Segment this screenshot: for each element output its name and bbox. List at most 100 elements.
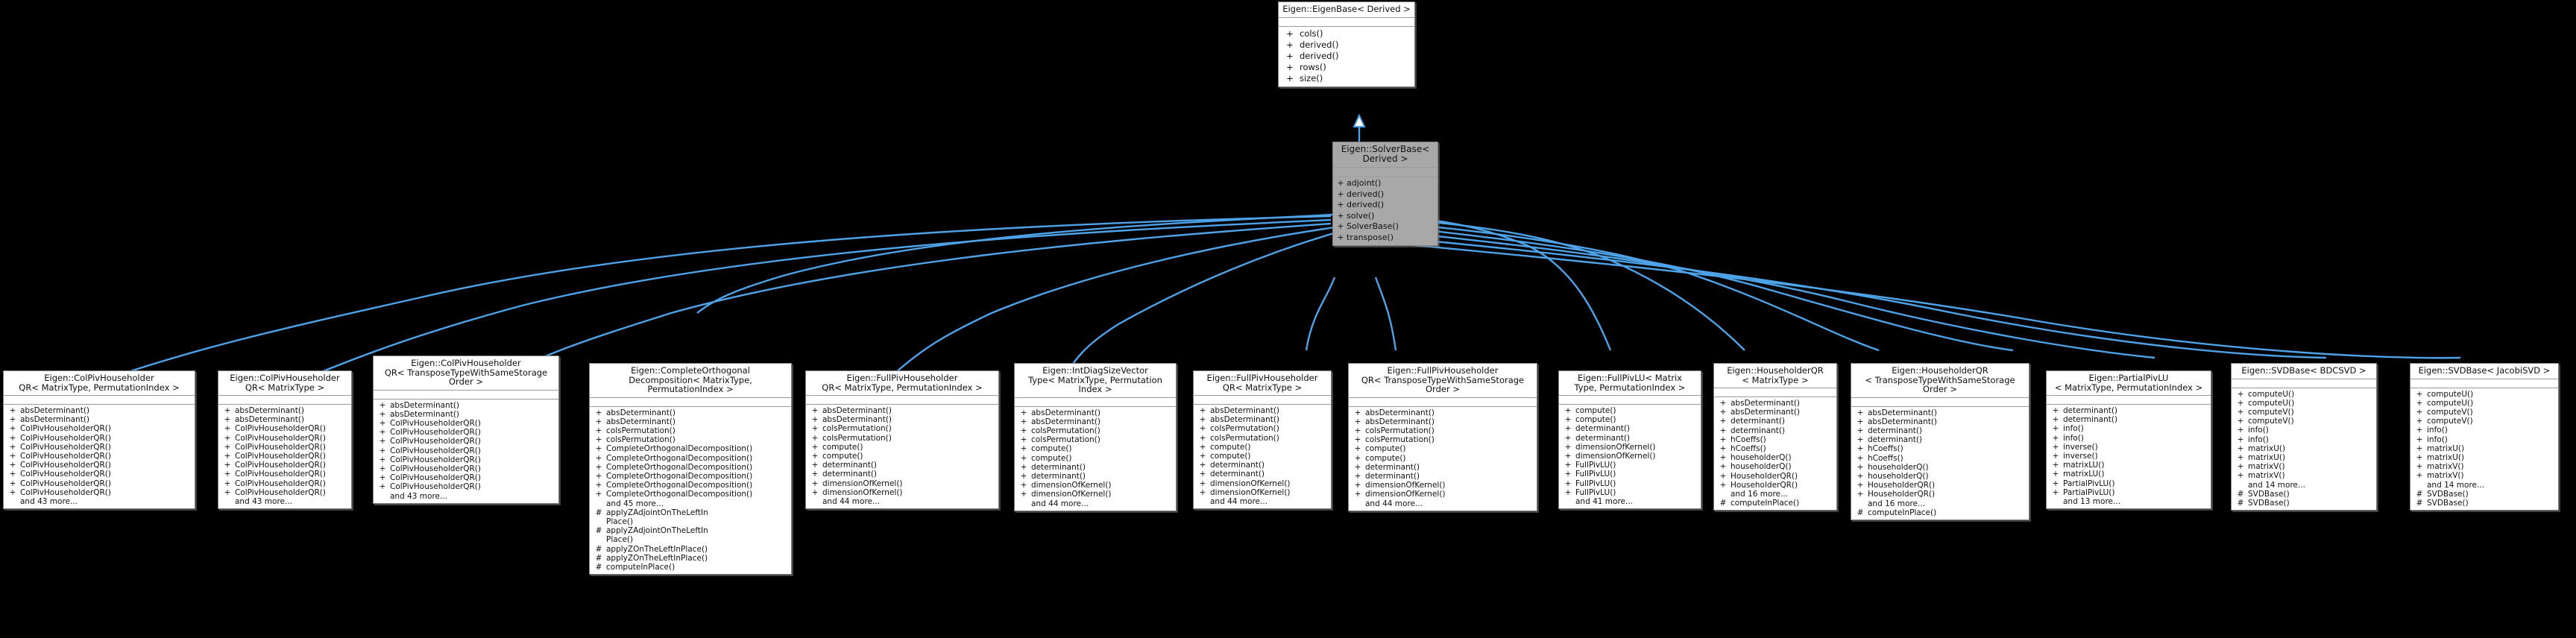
operation-more-row: +and 16 more... <box>1851 499 2029 508</box>
class-attributes-compartment <box>1194 396 1331 405</box>
operation-visibility: + <box>1199 442 1206 452</box>
class-node-fullpivhouseholderqr-matrixtype[interactable]: Eigen::FullPivHouseholder QR< MatrixType… <box>1193 370 1332 510</box>
operation-name: ColPivHouseholderQR() <box>235 424 327 434</box>
operation-row: +dimensionOfKernel() <box>1559 443 1701 452</box>
class-node-solverbase[interactable]: Eigen::SolverBase< Derived > +adjoint()+… <box>1332 142 1438 246</box>
operation-visibility: + <box>1199 470 1206 479</box>
operation-more-row: +and 13 more... <box>2047 497 2211 506</box>
class-node-colpivhouseholderqr-matrixtype-permutationindex[interactable]: Eigen::ColPivHouseholder QR< MatrixType,… <box>3 370 195 510</box>
operation-visibility: + <box>1020 444 1027 454</box>
class-node-colpivhouseholderqr-matrixtype[interactable]: Eigen::ColPivHouseholder QR< MatrixType … <box>218 370 352 510</box>
class-title: Eigen::IntDiagSizeVector Type< MatrixTyp… <box>1015 364 1176 398</box>
operation-visibility: # <box>2416 489 2423 499</box>
operation-visibility: + <box>811 470 819 479</box>
operation-name: matrixLU() <box>2063 461 2105 470</box>
class-node-intdiagsizevectortype[interactable]: Eigen::IntDiagSizeVector Type< MatrixTyp… <box>1014 363 1177 511</box>
operation-row: +ColPivHouseholderQR() <box>218 479 351 488</box>
operation-row: +matrixU() <box>2410 444 2558 453</box>
operation-name: dimensionOfKernel() <box>1031 481 1112 490</box>
operation-row: +hCoeffs() <box>1851 454 2029 463</box>
class-node-partialpivlu[interactable]: Eigen::PartialPivLU < MatrixType, Permut… <box>2046 370 2211 510</box>
operation-name: applyZAdjointOnTheLeftIn Place() <box>606 526 708 545</box>
class-node-completeorthogonaldecomposition[interactable]: Eigen::CompleteOrthogonal Decomposition<… <box>589 363 792 575</box>
operation-row: +rows() <box>1279 62 1414 73</box>
operation-visibility: + <box>2237 443 2244 453</box>
operation-row: +absDeterminant() <box>1349 408 1537 417</box>
operation-name: determinant() <box>1575 433 1631 443</box>
class-node-eigenbase[interactable]: Eigen::EigenBase< Derived > +cols()+deri… <box>1278 1 1415 87</box>
operation-name: absDeterminant() <box>390 400 460 410</box>
operation-name: compute() <box>1210 452 1251 461</box>
operation-more-row: +and 16 more... <box>1714 490 1836 499</box>
operation-row: +ColPivHouseholderQR() <box>374 437 558 446</box>
operation-visibility: + <box>1020 490 1027 499</box>
operation-row: +computeU() <box>2410 390 2558 399</box>
operation-name: absDeterminant() <box>1868 408 1938 417</box>
class-title: Eigen::FullPivHouseholder QR< MatrixType… <box>806 371 998 396</box>
class-node-fullpivlu[interactable]: Eigen::FullPivLU< Matrix Type, Permutati… <box>1558 370 1701 510</box>
operation-row: +computeU() <box>2410 399 2558 408</box>
operation-name: solve() <box>1347 210 1375 221</box>
operation-name: ColPivHouseholderQR() <box>235 461 327 470</box>
operation-name: absDeterminant() <box>1365 408 1435 417</box>
operation-visibility: + <box>1286 28 1294 39</box>
operation-visibility: + <box>1564 424 1572 434</box>
operation-row: +ColPivHouseholderQR() <box>374 419 558 428</box>
operation-name: cols() <box>1300 28 1323 39</box>
operation-visibility: + <box>224 424 231 434</box>
operation-visibility: # <box>595 544 602 554</box>
operation-visibility: + <box>1020 417 1027 426</box>
operation-name: hCoeffs() <box>1868 453 1903 463</box>
operation-row: +absDeterminant() <box>1714 399 1836 408</box>
operation-visibility: + <box>1020 462 1027 472</box>
operation-row: #computeInPlace() <box>590 563 791 572</box>
operation-row: +derived() <box>1333 200 1437 211</box>
operation-name: SVDBase() <box>2248 489 2290 499</box>
operation-visibility: + <box>224 415 231 425</box>
operation-name: absDeterminant() <box>1868 417 1938 426</box>
operation-name: determinant() <box>2063 415 2118 425</box>
operation-visibility: + <box>2237 452 2244 462</box>
operation-row: #SVDBase() <box>2410 499 2558 508</box>
operation-name: colsPermutation() <box>822 424 892 434</box>
operation-visibility: + <box>9 461 16 470</box>
operation-name: info() <box>2063 433 2084 443</box>
operation-visibility: + <box>379 400 386 410</box>
operation-more-row: +and 14 more... <box>2410 481 2558 490</box>
operation-row: +FullPivLU() <box>1559 470 1701 479</box>
operation-visibility: + <box>9 470 16 479</box>
operation-visibility: # <box>595 562 602 572</box>
operation-name: size() <box>1300 72 1323 83</box>
class-node-householderqr-transposetype[interactable]: Eigen::HouseholderQR < TransposeTypeWith… <box>1851 363 2029 520</box>
operation-name: computeU() <box>2248 398 2295 408</box>
operation-name: ColPivHouseholderQR() <box>20 479 112 488</box>
operation-row: +computeV() <box>2410 408 2558 417</box>
class-node-fullpivhouseholderqr-matrixtype-permutationindex[interactable]: Eigen::FullPivHouseholder QR< MatrixType… <box>805 370 999 510</box>
operation-name: HouseholderQR() <box>1731 471 1798 481</box>
operation-row: +ColPivHouseholderQR() <box>4 434 195 443</box>
class-node-fullpivhouseholderqr-transposetype[interactable]: Eigen::FullPivHouseholder QR< TransposeT… <box>1348 363 1537 511</box>
operation-row: +ColPivHouseholderQR() <box>374 446 558 455</box>
class-attributes-compartment <box>1851 398 2029 407</box>
operation-name: ColPivHouseholderQR() <box>20 433 112 443</box>
operation-visibility: + <box>1020 426 1027 435</box>
operation-row: +colsPermutation() <box>1015 426 1176 435</box>
operation-name: colsPermutation() <box>606 426 676 435</box>
class-node-svdbase-jacobisvd[interactable]: Eigen::SVDBase< JacobiSVD > +computeU()+… <box>2410 363 2559 511</box>
operation-name: ColPivHouseholderQR() <box>390 473 482 483</box>
operation-visibility: + <box>1337 178 1344 188</box>
class-node-householderqr-matrixtype[interactable]: Eigen::HouseholderQR < MatrixType > +abs… <box>1713 363 1837 511</box>
operation-name: determinant() <box>1868 435 1923 445</box>
operation-row: +matrixU() <box>2232 444 2376 453</box>
class-node-colpivhouseholderqr-transposetype[interactable]: Eigen::ColPivHouseholder QR< TransposeTy… <box>373 356 559 504</box>
operation-name: ColPivHouseholderQR() <box>235 487 327 497</box>
operation-name: FullPivLU() <box>1575 461 1616 470</box>
operation-name: ColPivHouseholderQR() <box>20 452 112 461</box>
operation-visibility: + <box>1286 39 1294 50</box>
operation-row: +colsPermutation() <box>590 426 791 435</box>
operation-row: +PartialPivLU() <box>2047 488 2211 497</box>
class-title: Eigen::FullPivHouseholder QR< MatrixType… <box>1194 371 1331 396</box>
class-node-svdbase-bdcsvd[interactable]: Eigen::SVDBase< BDCSVD > +computeU()+com… <box>2231 363 2377 511</box>
operation-name: matrixV() <box>2248 462 2285 472</box>
operation-visibility: + <box>1337 200 1344 209</box>
